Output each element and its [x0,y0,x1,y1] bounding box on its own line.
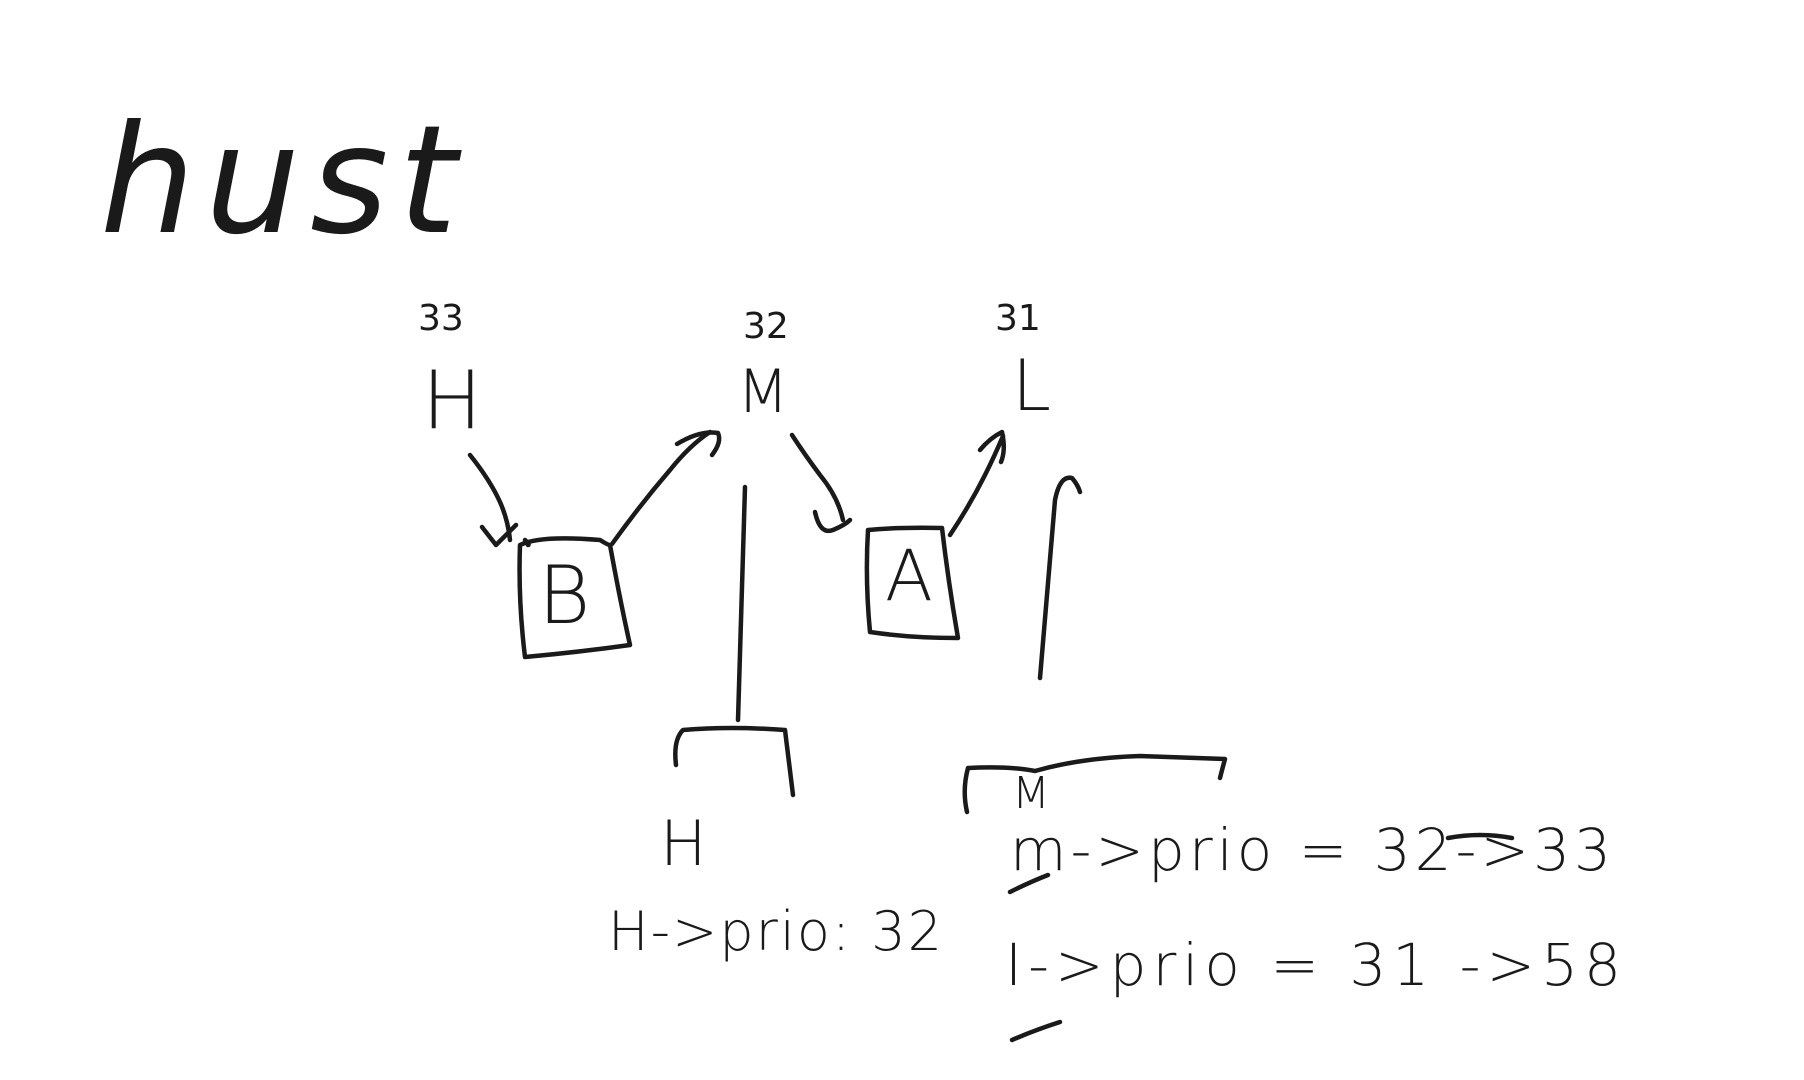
thread-m-label: M [737,357,789,427]
note-m-prio: m->prio = 32->33 [1010,816,1615,884]
lock-b-label: B [538,549,590,642]
thread-l-label: L [1012,345,1051,427]
thread-l-priority: 31 [995,298,1041,339]
arrow-m-to-a [789,432,853,534]
bracket-m-right [962,753,1228,815]
thread-m-priority: 32 [743,306,789,347]
timeline-l [1037,475,1083,681]
diagram-title: hust [100,94,467,268]
note-i-prio: I->prio = 31 ->58 [1005,931,1627,999]
lock-a-label: A [885,535,933,617]
timeline-right-owner: M [1012,768,1050,819]
lock-a [864,525,961,641]
arrow-h-to-b [467,452,519,548]
note-i-prio-underline [1009,1019,1063,1043]
lock-b [517,536,633,660]
arrow-b-to-m [609,429,722,547]
thread-h-label: H [422,354,482,447]
arrow-a-to-l [947,429,1006,538]
note-h-prio: H->prio: 32 [608,900,944,963]
timeline-m [673,484,796,798]
note-m-prio-underlines [1007,832,1515,895]
thread-h-priority: 33 [418,298,464,339]
timeline-left-owner: H [660,807,707,880]
